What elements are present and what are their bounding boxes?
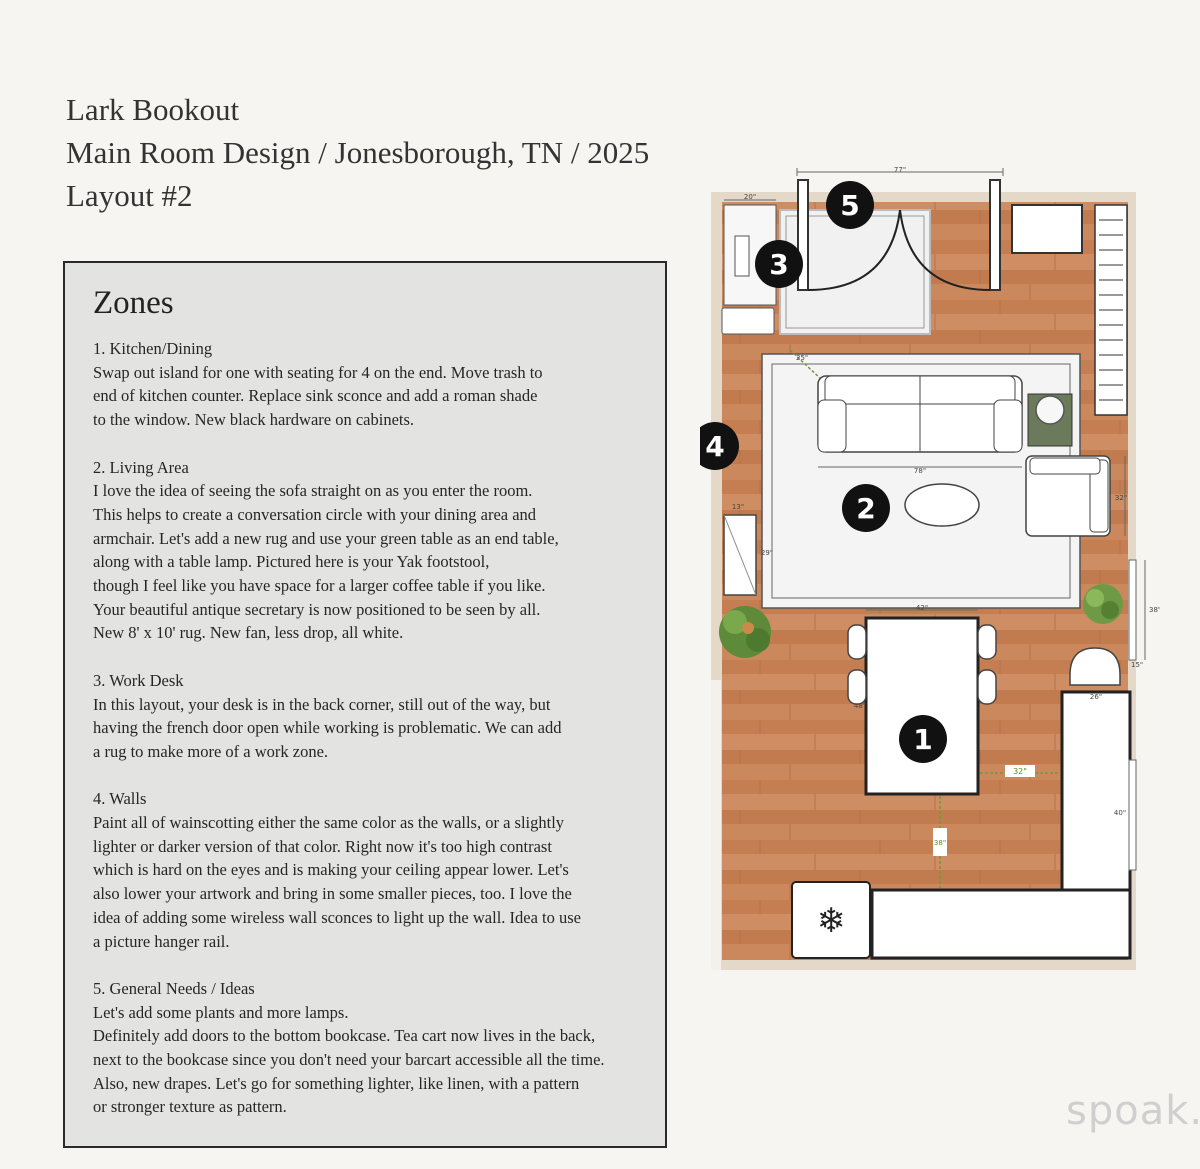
zone-marker-3: 3 bbox=[755, 240, 803, 288]
footstool bbox=[904, 483, 980, 527]
bar-stool bbox=[847, 624, 997, 705]
zone-text: having the french door open while workin… bbox=[93, 718, 562, 738]
svg-text:3: 3 bbox=[769, 248, 788, 281]
desk-chair bbox=[734, 235, 750, 277]
zone-living-area: 2. Living Area I love the idea of seeing… bbox=[93, 456, 653, 646]
zone-heading: 4. Walls bbox=[93, 789, 147, 809]
dimension-label: 13" bbox=[732, 503, 744, 511]
zone-text: idea of adding some wireless wall sconce… bbox=[93, 907, 581, 927]
page-header: Lark Bookout Main Room Design / Jonesbor… bbox=[66, 88, 649, 217]
zone-marker-2: 2 bbox=[842, 484, 890, 532]
desk-cabinet bbox=[721, 307, 775, 335]
zone-text: Also, new drapes. Let's go for something… bbox=[93, 1073, 580, 1093]
zone-general-needs: 5. General Needs / Ideas Let's add some … bbox=[93, 977, 653, 1119]
dimension-label: 38" bbox=[934, 839, 946, 847]
zone-text: Paint all of wainscotting either the sam… bbox=[93, 813, 565, 833]
zone-text: Let's add some plants and more lamps. bbox=[93, 1002, 349, 1022]
zone-text: New 8' x 10' rug. New fan, less drop, al… bbox=[93, 623, 404, 643]
zone-text: Definitely add doors to the bottom bookc… bbox=[93, 1026, 596, 1046]
zone-heading: 5. General Needs / Ideas bbox=[93, 978, 255, 998]
refrigerator bbox=[791, 881, 871, 959]
dimension-label: 32" bbox=[1013, 767, 1027, 776]
sofa bbox=[817, 375, 1023, 453]
dimension-label: 25" bbox=[796, 354, 808, 362]
spoak-watermark: spoak. bbox=[1066, 1088, 1200, 1134]
svg-text:4: 4 bbox=[705, 430, 724, 463]
zone-kitchen-dining: 1. Kitchen/Dining Swap out island for on… bbox=[93, 337, 653, 432]
zone-work-desk: 3. Work Desk In this layout, your desk i… bbox=[93, 669, 653, 764]
snowflake-icon: ❄ bbox=[817, 901, 846, 941]
svg-text:2: 2 bbox=[856, 492, 875, 525]
bookcase bbox=[1094, 204, 1128, 416]
french-door bbox=[797, 179, 1001, 291]
zone-text: a picture hanger rail. bbox=[93, 931, 230, 951]
zone-text: lighter or darker version of that color.… bbox=[93, 836, 552, 856]
dimension-label: 77" bbox=[894, 166, 906, 174]
zone-text: though I feel like you have space for a … bbox=[93, 576, 546, 596]
zone-marker-5: 5 bbox=[826, 181, 874, 229]
zone-heading: 2. Living Area bbox=[93, 457, 189, 477]
zone-text: which is hard on the eyes and is making … bbox=[93, 860, 569, 880]
zone-text: a rug to make more of a work zone. bbox=[93, 741, 329, 761]
dimension-label: 32" bbox=[1115, 494, 1127, 502]
zone-text: end of kitchen counter. Replace sink sco… bbox=[93, 386, 538, 406]
zone-heading: 3. Work Desk bbox=[93, 670, 184, 690]
table-lamp bbox=[1035, 395, 1065, 425]
floor-plan: 77" 20" 25" bbox=[700, 166, 1160, 970]
door-swing bbox=[1069, 647, 1121, 686]
layout-label: Layout #2 bbox=[66, 178, 193, 213]
kitchen-island bbox=[864, 616, 980, 796]
dimension-label: 78" bbox=[914, 467, 926, 475]
left-wall-opening bbox=[711, 680, 721, 970]
window-kitchen bbox=[1128, 759, 1137, 871]
zone-text: Swap out island for one with seating for… bbox=[93, 362, 543, 382]
zone-walls: 4. Walls Paint all of wainscotting eithe… bbox=[93, 787, 653, 953]
dimension-label: 40" bbox=[1114, 809, 1126, 817]
zone-marker-1: 1 bbox=[899, 715, 947, 763]
dimension-label: 48" bbox=[854, 702, 866, 710]
zone-marker-4: 4 bbox=[700, 422, 739, 470]
dimension-label: 29" bbox=[761, 549, 773, 557]
client-name: Lark Bookout bbox=[66, 92, 240, 127]
kitchen-counter-right bbox=[1060, 690, 1132, 894]
zone-text: This helps to create a conversation circ… bbox=[93, 504, 537, 524]
dimension-label: 42" bbox=[916, 604, 928, 612]
svg-text:5: 5 bbox=[840, 189, 859, 222]
zones-title: Zones bbox=[93, 285, 174, 321]
zone-text: armchair. Let's add a new rug and use yo… bbox=[93, 528, 559, 548]
dimension-label: 20" bbox=[744, 193, 756, 201]
tea-cart bbox=[1011, 204, 1083, 254]
kitchen-counter-bottom bbox=[870, 888, 1132, 960]
zones-list: 1. Kitchen/Dining Swap out island for on… bbox=[93, 337, 653, 1143]
zone-text: to the window. New black hardware on cab… bbox=[93, 410, 415, 430]
zone-text: next to the bookcase since you don't nee… bbox=[93, 1050, 605, 1070]
dimension-label: 15" bbox=[1131, 661, 1143, 669]
zones-panel: Zones 1. Kitchen/Dining Swap out island … bbox=[63, 261, 667, 1148]
svg-text:1: 1 bbox=[913, 723, 932, 756]
zone-text: also lower your artwork and bring in som… bbox=[93, 884, 572, 904]
plant-right bbox=[1083, 584, 1123, 624]
armchair bbox=[1025, 455, 1111, 537]
dimension-label: 38" bbox=[1149, 606, 1160, 614]
plant-left bbox=[719, 606, 771, 658]
zone-text: along with a table lamp. Pictured here i… bbox=[93, 552, 490, 572]
zone-text: I love the idea of seeing the sofa strai… bbox=[93, 481, 533, 501]
window-right bbox=[1128, 559, 1137, 661]
zone-text: In this layout, your desk is in the back… bbox=[93, 694, 551, 714]
project-title: Main Room Design / Jonesborough, TN / 20… bbox=[66, 135, 650, 170]
zone-text: Your beautiful antique secretary is now … bbox=[93, 599, 541, 619]
dimension-label: 26" bbox=[1090, 693, 1102, 701]
zone-text: or stronger texture as pattern. bbox=[93, 1097, 287, 1117]
zone-heading: 1. Kitchen/Dining bbox=[93, 339, 213, 358]
